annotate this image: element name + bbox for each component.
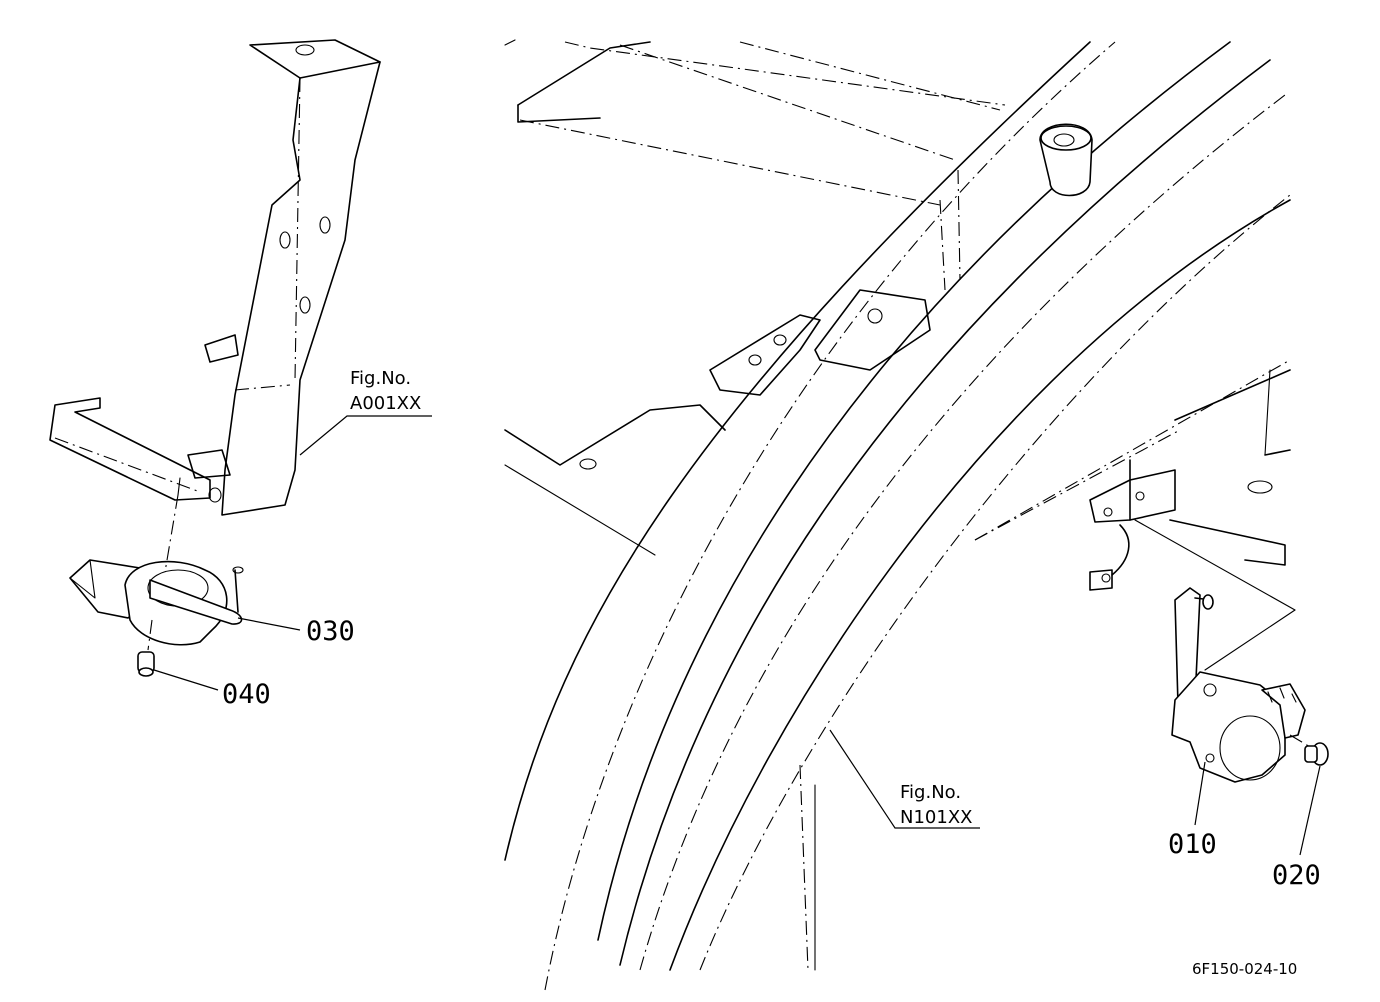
- figref-a001xx-line2: A001XX: [350, 393, 421, 414]
- figref-a001xx-line1: Fig.No.: [350, 368, 411, 389]
- drawing-number: 6F150-024-10: [1192, 960, 1297, 978]
- bracket-frame: [49, 39, 381, 516]
- callout-040-leader: [153, 669, 219, 691]
- callout-020-leader: [1299, 765, 1321, 856]
- part-020-screw: [1289, 734, 1329, 766]
- figref-n101xx-leader: [829, 729, 980, 829]
- main-frame: [504, 39, 1296, 991]
- part-040-screw: [137, 619, 155, 677]
- callout-010: 010: [1168, 829, 1217, 860]
- callout-030: 030: [306, 616, 355, 647]
- callout-010-leader: [1194, 761, 1206, 826]
- figref-n101xx-line1: Fig.No.: [900, 782, 961, 803]
- figref-n101xx-line2: N101XX: [900, 807, 972, 828]
- callout-020: 020: [1272, 860, 1321, 891]
- part-030-sensor: [69, 494, 244, 646]
- callout-040: 040: [222, 679, 271, 710]
- figref-a001xx-leader: [299, 415, 432, 456]
- callout-030-leader: [237, 617, 301, 631]
- part-010-sensor: [1171, 587, 1306, 783]
